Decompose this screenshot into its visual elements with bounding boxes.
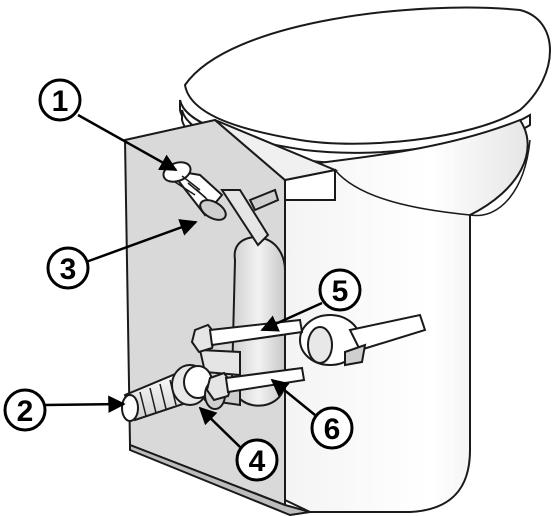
leader-line-4 — [198, 406, 241, 448]
callout-number-3: 3 — [60, 253, 77, 286]
callout-number-2: 2 — [17, 395, 34, 428]
callout-1: 1 — [38, 78, 82, 122]
callout-4: 4 — [235, 438, 279, 482]
callout-6: 6 — [310, 406, 354, 450]
leader-line-5 — [260, 301, 323, 332]
leader-line-2 — [44, 395, 126, 413]
leader-line-3 — [85, 219, 198, 264]
flush-handle — [299, 313, 427, 367]
callout-number-4: 4 — [249, 445, 266, 478]
callout-3: 3 — [46, 246, 90, 290]
leader-line-6 — [270, 378, 316, 416]
callout-5: 5 — [318, 268, 362, 312]
callout-number-6: 6 — [324, 413, 341, 446]
leader-line-1 — [77, 113, 178, 172]
callout-lines — [44, 113, 323, 448]
callout-number-1: 1 — [52, 85, 69, 118]
callout-2: 2 — [3, 388, 47, 432]
callout-number-5: 5 — [332, 275, 349, 308]
bolt-lower — [205, 366, 306, 402]
callouts: 1 2 3 4 5 6 — [3, 78, 362, 482]
